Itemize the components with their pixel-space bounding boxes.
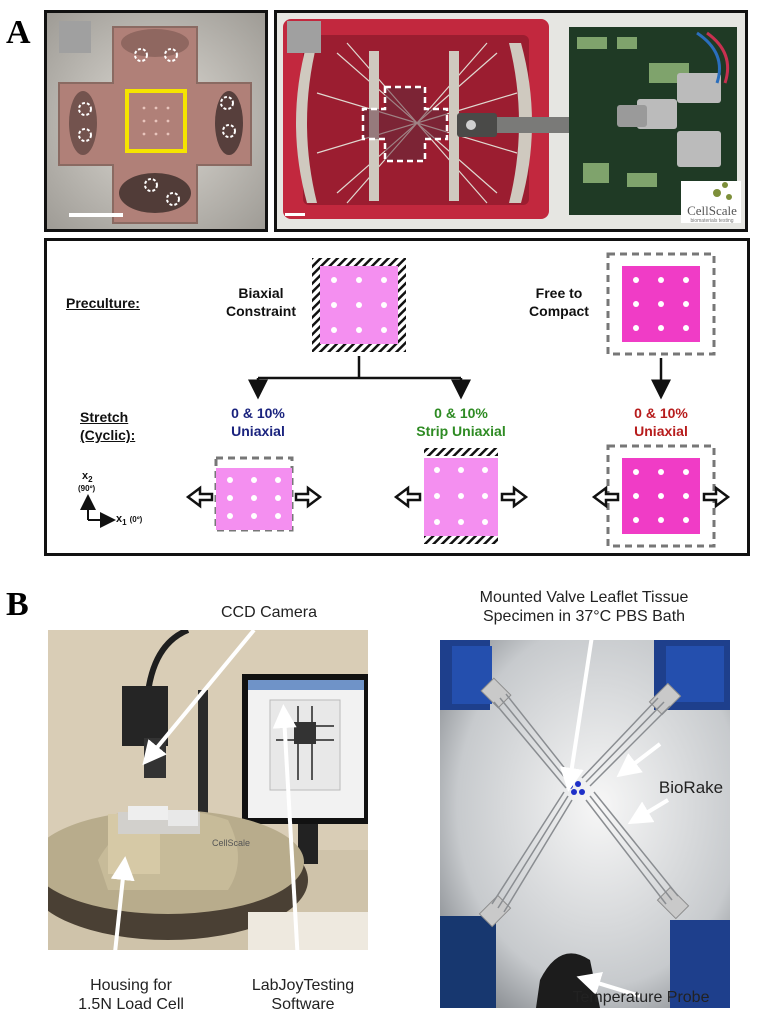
stretch-protocol-schematic	[44, 238, 750, 556]
ccd-camera-label: CCD Camera	[220, 604, 317, 621]
placeholder-square-right	[287, 21, 321, 53]
region-of-interest-box	[125, 89, 187, 153]
cruciform-outline	[361, 85, 449, 163]
scale-bar	[69, 213, 123, 217]
biorake-bath-illustration	[440, 640, 730, 1008]
axis-x1-label: x1 (0º)	[116, 513, 143, 528]
axis-x2-angle: (90º)	[78, 484, 96, 493]
placeholder-square	[59, 21, 91, 53]
condition-2-mode: Strip Uniaxial	[416, 423, 506, 439]
biaxial-tester-photo: CellScale biomaterials testing	[274, 10, 748, 232]
biaxial-constraint-label: Biaxial Constraint	[226, 285, 296, 319]
device-logo: CellScale	[212, 838, 251, 848]
condition-1-strain: 0 & 10%	[231, 405, 285, 421]
cellscale-logo-text: CellScale	[687, 203, 737, 218]
axis-x2-label: x2	[82, 470, 93, 485]
stretch-label: Stretch	[80, 409, 129, 425]
testing-setup-illustration	[48, 630, 368, 950]
testing-setup-photo: CellScale	[48, 630, 368, 950]
biorake-bath-photo	[440, 640, 730, 1008]
housing-label: Housing for 1.5N Load Cell	[78, 977, 184, 1013]
cyclic-label: (Cyclic):	[80, 427, 136, 443]
cruciform-specimen-illustration	[47, 13, 265, 229]
panel-label-b: B	[6, 586, 29, 623]
preculture-label: Preculture:	[66, 295, 140, 311]
cruciform-specimen-photo	[44, 10, 268, 232]
specimen-label: Mounted Valve Leaflet Tissue Specimen in…	[479, 589, 689, 625]
free-to-compact-label: Free to Compact	[529, 285, 589, 319]
biorake-label: BioRake	[658, 778, 724, 797]
biaxial-tester-illustration	[277, 13, 745, 229]
condition-2-strain: 0 & 10%	[434, 405, 488, 421]
cellscale-logo-subtext: biomaterials testing	[690, 218, 734, 224]
condition-3-mode: Uniaxial	[634, 423, 688, 439]
scale-bar-right	[285, 213, 305, 216]
condition-3-strain: 0 & 10%	[634, 405, 688, 421]
panel-label-a: A	[6, 14, 31, 51]
temperature-probe-label: Temperature Probe	[572, 989, 710, 1006]
condition-1-mode: Uniaxial	[231, 423, 285, 439]
software-label: LabJoyTesting Software	[251, 977, 355, 1013]
